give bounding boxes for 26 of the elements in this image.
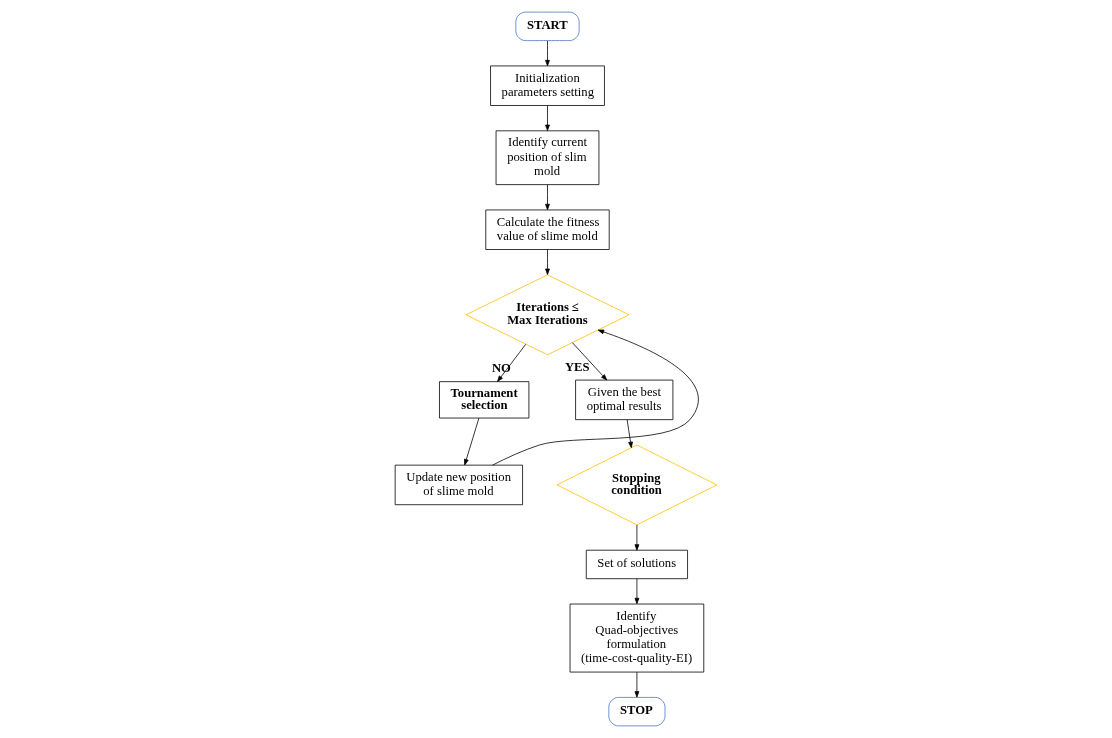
arrow — [634, 578, 640, 605]
node-box: Initialization parameters setting — [490, 65, 605, 106]
arrow — [464, 417, 480, 466]
arrow — [626, 419, 633, 449]
node-box: Update new position of slime mold — [394, 464, 523, 506]
arrow — [634, 671, 640, 698]
node-box: Identify current position of slim mold — [495, 130, 600, 185]
arrow — [572, 342, 608, 381]
node-box: Given the best optimal results — [575, 379, 674, 421]
arrow — [545, 184, 550, 211]
arrow — [497, 343, 527, 382]
edge-label: YES — [564, 359, 590, 374]
edge-label: NO — [491, 361, 511, 376]
node-box: Tournament selection — [439, 381, 530, 419]
arrow — [545, 249, 550, 275]
arrow — [492, 329, 699, 466]
arrow — [545, 105, 550, 131]
node-box: Identify Quad-objectives formulation (time-cost-quality-EI) — [569, 603, 705, 673]
arrow — [545, 40, 550, 67]
node-diamond: Iterations ≤ Max Iterations — [465, 274, 630, 356]
node-box: Calculate the fitness value of slime mold — [485, 209, 610, 250]
node-box: STOP — [608, 697, 666, 727]
arrow — [634, 524, 640, 551]
node-diamond: Stopping condition — [556, 444, 718, 526]
node-box: START — [515, 11, 580, 41]
node-box: Set of solutions — [585, 549, 688, 580]
